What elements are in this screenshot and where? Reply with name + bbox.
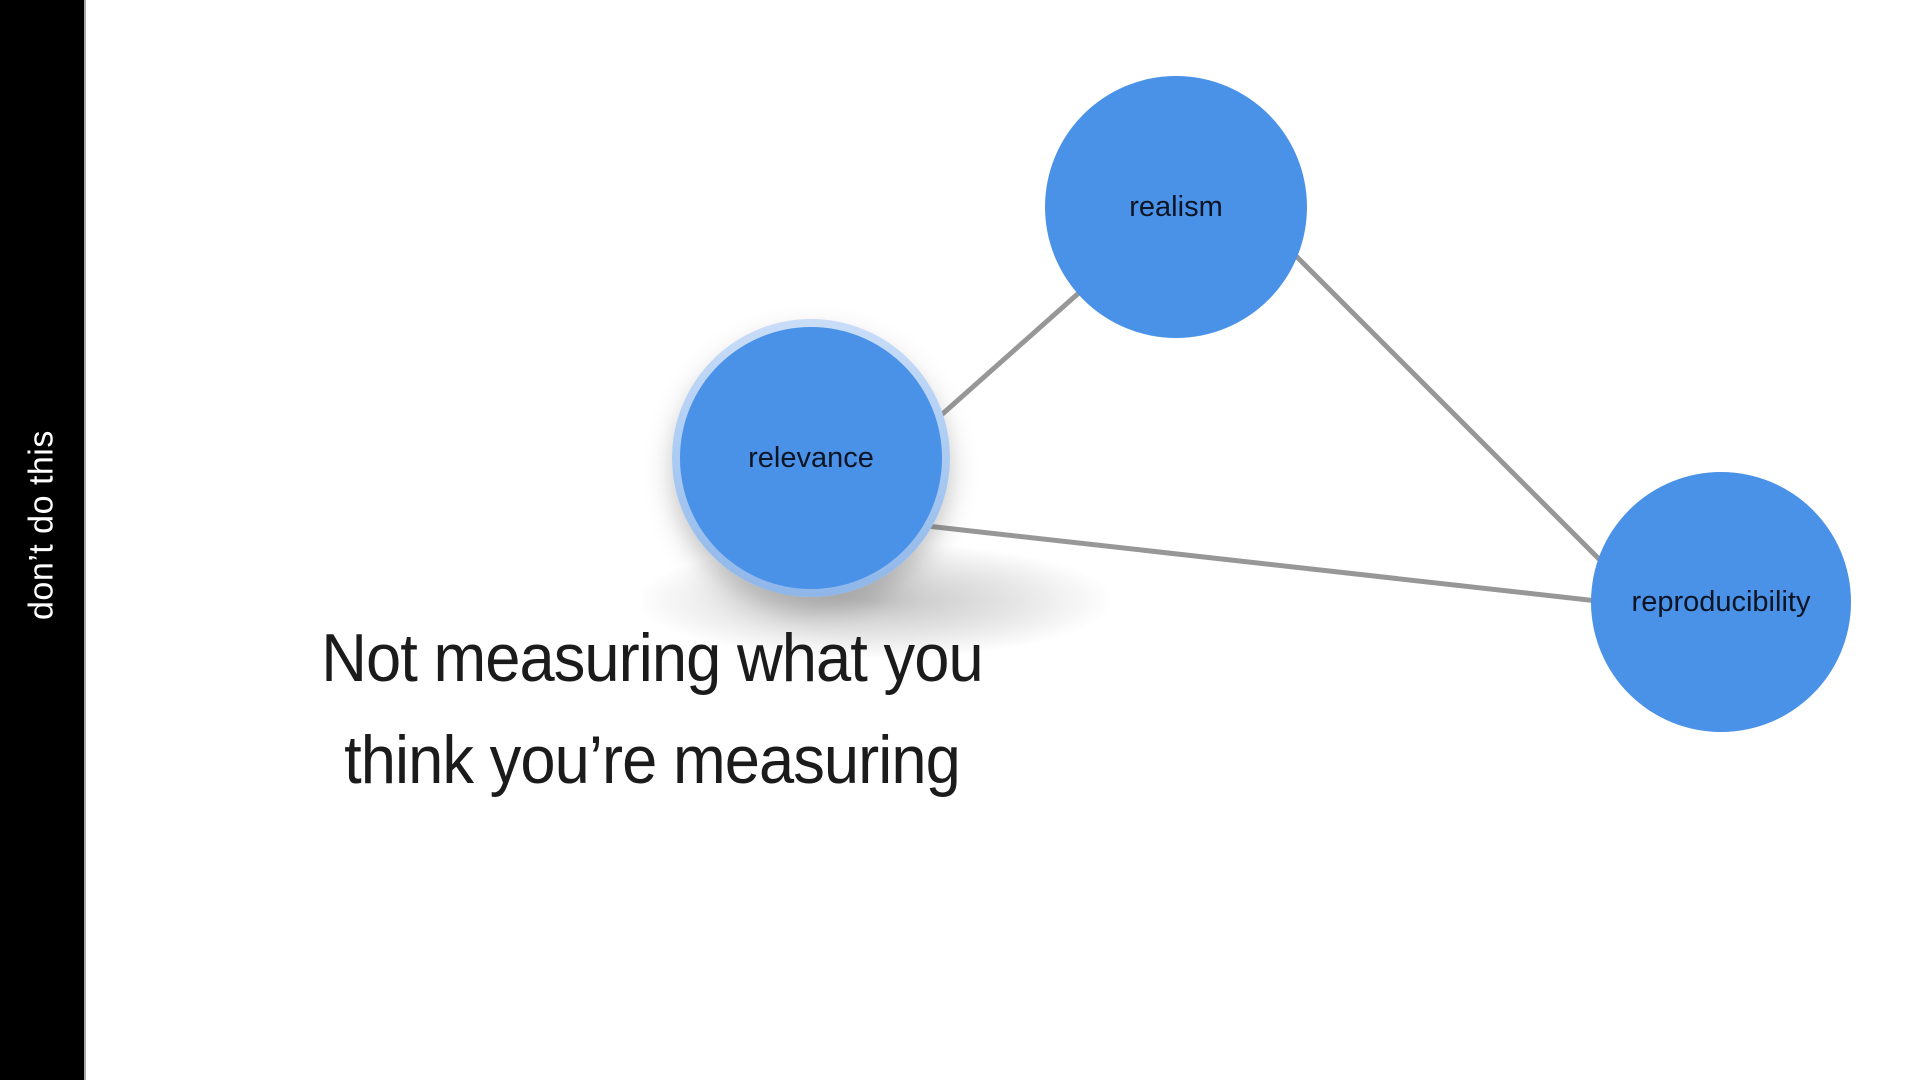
node-label-relevance: relevance [748,441,874,474]
edge-relevance-reproducibility [899,520,1661,611]
node-realism[interactable]: realism [1045,76,1307,338]
headline-line-1: Not measuring what you [321,620,983,696]
node-label-reproducibility: reproducibility [1631,585,1811,618]
headline: Not measuring what you think you’re meas… [187,607,1117,811]
node-highlight-ring-relevance: relevance [672,319,950,597]
node-label-realism: realism [1129,190,1223,223]
headline-line-2: think you’re measuring [344,722,961,798]
edge-realism-reproducibility [1278,238,1622,582]
edge-relevance-realism [928,281,1092,427]
node-reproducibility[interactable]: reproducibility [1591,472,1851,732]
left-rail: don’t do this [0,0,86,1080]
node-relevance[interactable]: relevance [680,327,942,589]
